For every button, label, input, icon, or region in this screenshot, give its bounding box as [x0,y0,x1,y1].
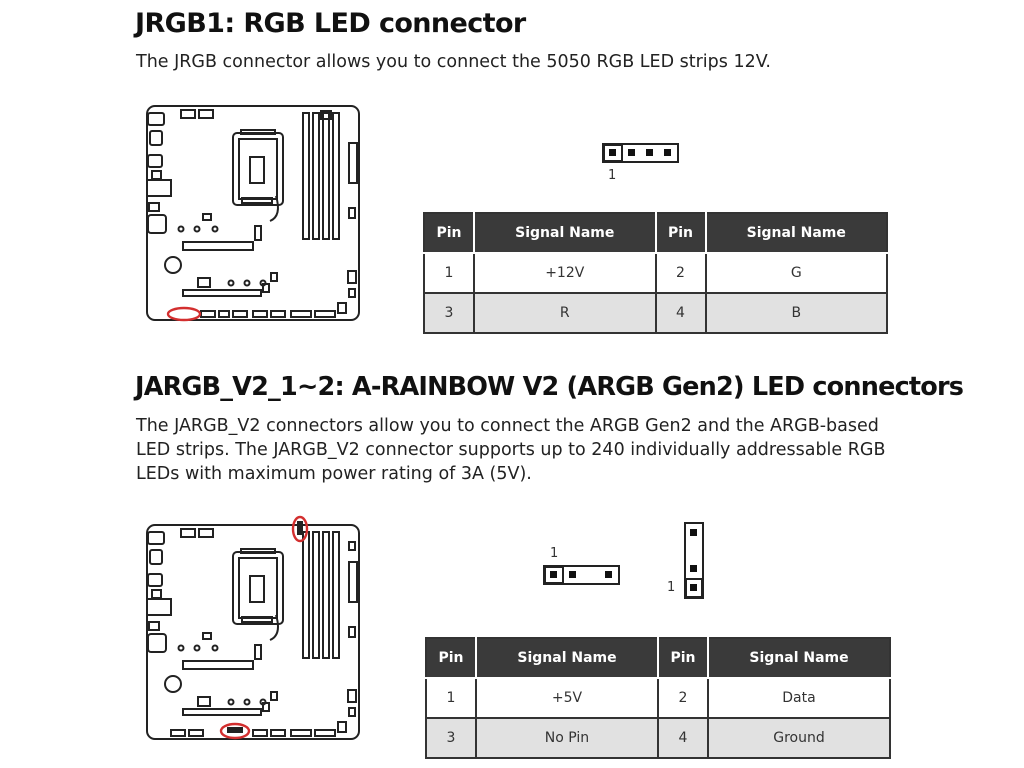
table-row: 1 +12V 2 G [423,252,888,294]
jargb-top-highlight-ellipse [291,515,309,543]
table-cell: R [473,292,657,334]
table-cell: +5V [475,677,659,719]
table-header: Signal Name [473,213,657,254]
table-cell: 2 [654,252,707,294]
description-line: The JARGB_V2 connectors allow you to con… [136,416,879,436]
table-header: Pin [657,638,709,679]
table-cell: 4 [657,717,709,759]
table-row: 3 R 4 B [423,292,888,334]
section2-title: JARGB_V2_1~2: A-RAINBOW V2 (ARGB Gen2) L… [135,372,964,402]
table-header: Pin [426,638,477,679]
table-header: Signal Name [704,213,887,254]
table-header: Signal Name [475,638,659,679]
table-cell: Ground [707,717,891,759]
motherboard-diagram-jargb [146,515,360,740]
jargb-horizontal-pin1-label: 1 [550,546,559,561]
section1-title: JRGB1: RGB LED connector [135,8,526,39]
table-cell: 1 [425,677,477,719]
table-header: Pin [654,213,707,254]
jargb-horizontal-connector-icon [543,565,620,585]
section1-description: The JRGB connector allows you to connect… [136,52,771,72]
jargb-bottom-highlight-ellipse [219,722,251,740]
table-cell: 3 [423,292,475,334]
table-cell: G [704,252,888,294]
table-cell: B [704,292,888,334]
table-cell: 4 [654,292,707,334]
jrgb-pin-table: Pin Signal Name Pin Signal Name 1 +12V 2… [423,212,888,334]
table-cell: +12V [473,252,657,294]
description-line: LED strips. The JARGB_V2 connector suppo… [136,440,886,460]
table-header: Pin [424,213,475,254]
jargb-vertical-connector-icon [684,522,704,599]
table-cell: 3 [425,717,477,759]
table-cell: 1 [423,252,475,294]
jrgb-highlight-ellipse [166,306,202,322]
jrgb-4pin-connector-icon [602,143,679,163]
section2-description: The JARGB_V2 connectors allow you to con… [136,414,885,486]
motherboard-diagram-jrgb [146,105,360,322]
description-line: LEDs with maximum power rating of 3A (5V… [136,464,532,484]
table-cell: No Pin [475,717,659,759]
jargb-pin-table: Pin Signal Name Pin Signal Name 1 +5V 2 … [425,637,891,759]
table-cell: 2 [657,677,709,719]
table-cell: Data [707,677,891,719]
table-row: 3 No Pin 4 Ground [425,717,891,759]
table-row: 1 +5V 2 Data [425,677,891,719]
jargb-vertical-pin1-label: 1 [667,580,676,595]
table-header: Signal Name [707,638,890,679]
jrgb-pin1-label: 1 [608,168,617,183]
